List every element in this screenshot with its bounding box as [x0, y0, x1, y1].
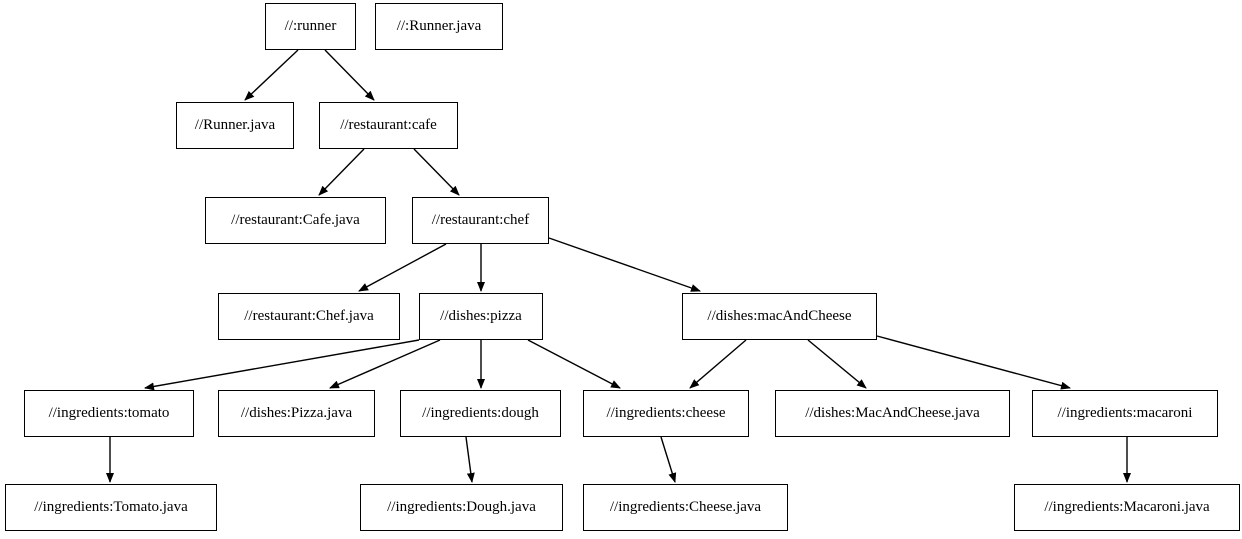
graph-edge	[329, 339, 441, 389]
graph-node-restaurant_chef[interactable]: //restaurant:chef	[412, 197, 549, 244]
graph-node-runner_java[interactable]: //Runner.java	[176, 102, 294, 149]
graph-edge	[244, 49, 299, 101]
graph-edge	[876, 335, 1071, 390]
graph-edge	[527, 339, 621, 389]
graph-node-ing_cheese_java[interactable]: //ingredients:Cheese.java	[583, 484, 788, 531]
graph-node-label: //ingredients:Macaroni.java	[1044, 499, 1210, 515]
graph-edge	[358, 243, 447, 292]
graph-node-ing_tomato_java[interactable]: //ingredients:Tomato.java	[5, 484, 217, 531]
graph-node-label: //restaurant:Cafe.java	[231, 212, 360, 228]
graph-edge	[324, 49, 375, 101]
graph-edge	[807, 339, 867, 389]
graph-node-ing_macaroni[interactable]: //ingredients:macaroni	[1032, 390, 1218, 437]
graph-node-ing_dough_java[interactable]: //ingredients:Dough.java	[360, 484, 563, 531]
graph-node-restaurant_cafe[interactable]: //restaurant:cafe	[319, 102, 458, 149]
graph-node-ing_macaroni_java[interactable]: //ingredients:Macaroni.java	[1014, 484, 1240, 531]
graph-node-label: //ingredients:tomato	[48, 405, 170, 421]
graph-node-restaurant_chef_java[interactable]: //restaurant:Chef.java	[218, 293, 400, 340]
graph-node-label: //dishes:Pizza.java	[240, 405, 353, 421]
graph-node-dishes_pizza_java[interactable]: //dishes:Pizza.java	[218, 390, 375, 437]
graph-node-label: //restaurant:cafe	[340, 117, 437, 133]
graph-node-label: //restaurant:chef	[431, 212, 530, 228]
graph-node-runner[interactable]: //:runner	[265, 3, 356, 50]
graph-node-label: //ingredients:Dough.java	[387, 499, 536, 515]
graph-node-label: //ingredients:cheese	[606, 405, 726, 421]
graph-node-ing_tomato[interactable]: //ingredients:tomato	[24, 390, 194, 437]
graph-node-ing_cheese[interactable]: //ingredients:cheese	[583, 390, 749, 437]
graph-node-label: //:Runner.java	[396, 18, 482, 34]
graph-node-ing_dough[interactable]: //ingredients:dough	[400, 390, 561, 437]
graph-node-dishes_mac_java[interactable]: //dishes:MacAndCheese.java	[775, 390, 1010, 437]
graph-node-restaurant_cafe_java[interactable]: //restaurant:Cafe.java	[205, 197, 386, 244]
graph-edge	[465, 436, 475, 483]
graph-edge	[660, 436, 677, 483]
graph-node-label: //ingredients:Cheese.java	[609, 499, 762, 515]
graph-edge	[689, 339, 747, 389]
graph-edge	[318, 148, 365, 196]
graph-node-label: //ingredients:Tomato.java	[34, 499, 188, 515]
graph-edge	[144, 339, 420, 391]
graph-edge	[548, 237, 701, 292]
graph-node-label: //:runner	[284, 18, 337, 34]
graph-node-label: //restaurant:Chef.java	[244, 308, 374, 324]
graph-node-runner_java_root[interactable]: //:Runner.java	[375, 3, 503, 50]
graph-node-dishes_pizza[interactable]: //dishes:pizza	[419, 293, 543, 340]
graph-node-label: //Runner.java	[194, 117, 276, 133]
graph-node-label: //dishes:macAndCheese	[707, 308, 852, 324]
graph-node-label: //ingredients:dough	[422, 405, 539, 421]
graph-node-label: //dishes:pizza	[440, 308, 522, 324]
graph-node-dishes_macandcheese[interactable]: //dishes:macAndCheese	[682, 293, 877, 340]
graph-edge	[413, 148, 460, 196]
graph-node-label: //dishes:MacAndCheese.java	[805, 405, 980, 421]
graph-node-label: //ingredients:macaroni	[1057, 405, 1193, 421]
